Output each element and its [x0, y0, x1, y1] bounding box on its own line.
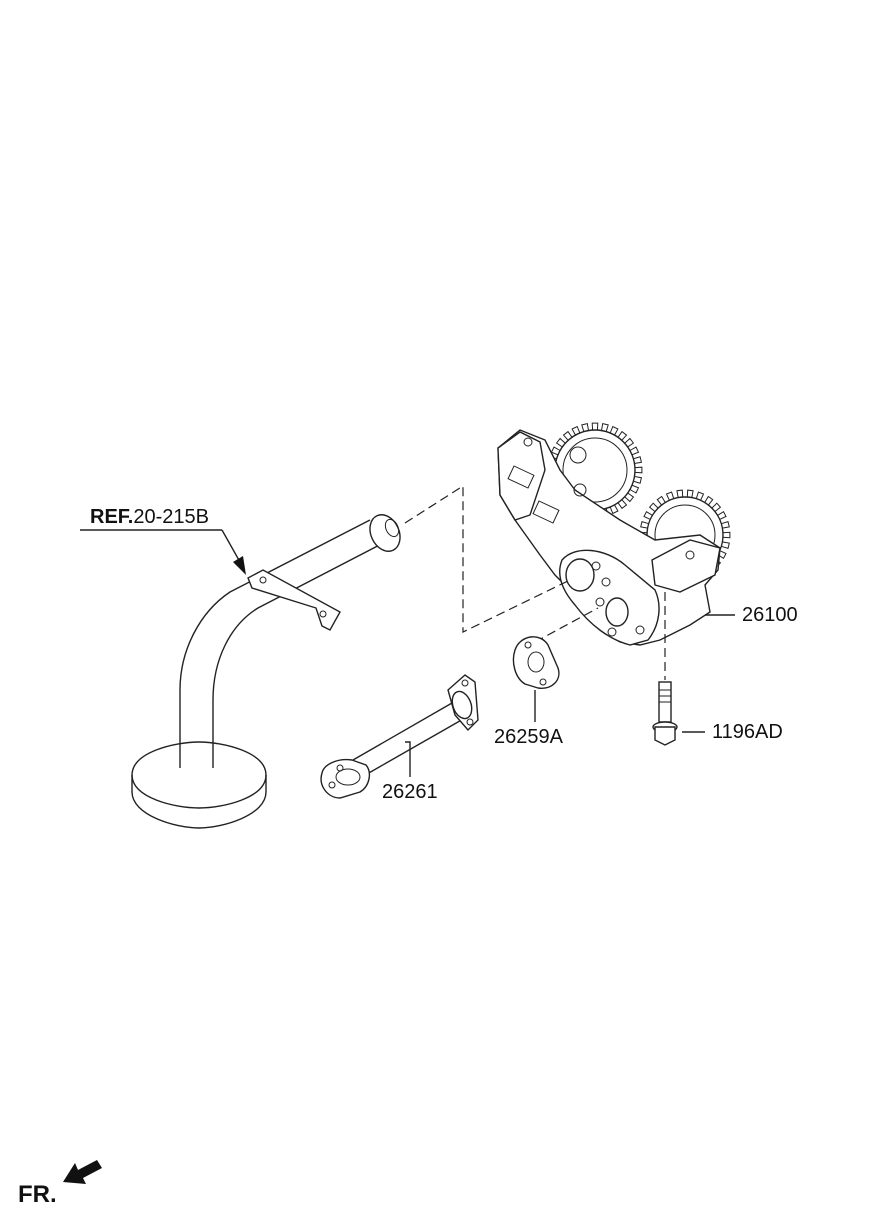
leader-lines [405, 614, 735, 777]
oil-pump-drawing [497, 422, 731, 680]
front-arrow-icon [63, 1160, 102, 1184]
bolt-drawing [652, 681, 678, 746]
reference-number: 20-215B [133, 506, 209, 528]
part-label-1196AD[interactable]: 1196AD [712, 721, 783, 743]
reference-label[interactable]: REF.20-215B [90, 507, 209, 527]
gasket-drawing [512, 636, 560, 689]
ref-leader [80, 529, 246, 575]
front-direction-label: FR. [18, 1181, 57, 1208]
part-label-26259A[interactable]: 26259A [494, 726, 563, 748]
part-label-26261[interactable]: 26261 [382, 781, 438, 803]
oil-strainer-drawing [131, 514, 401, 829]
part-label-26100[interactable]: 26100 [742, 604, 798, 626]
oil-pipe-drawing [320, 674, 479, 799]
assembly-lines [404, 484, 599, 643]
reference-prefix: REF. [90, 506, 134, 528]
